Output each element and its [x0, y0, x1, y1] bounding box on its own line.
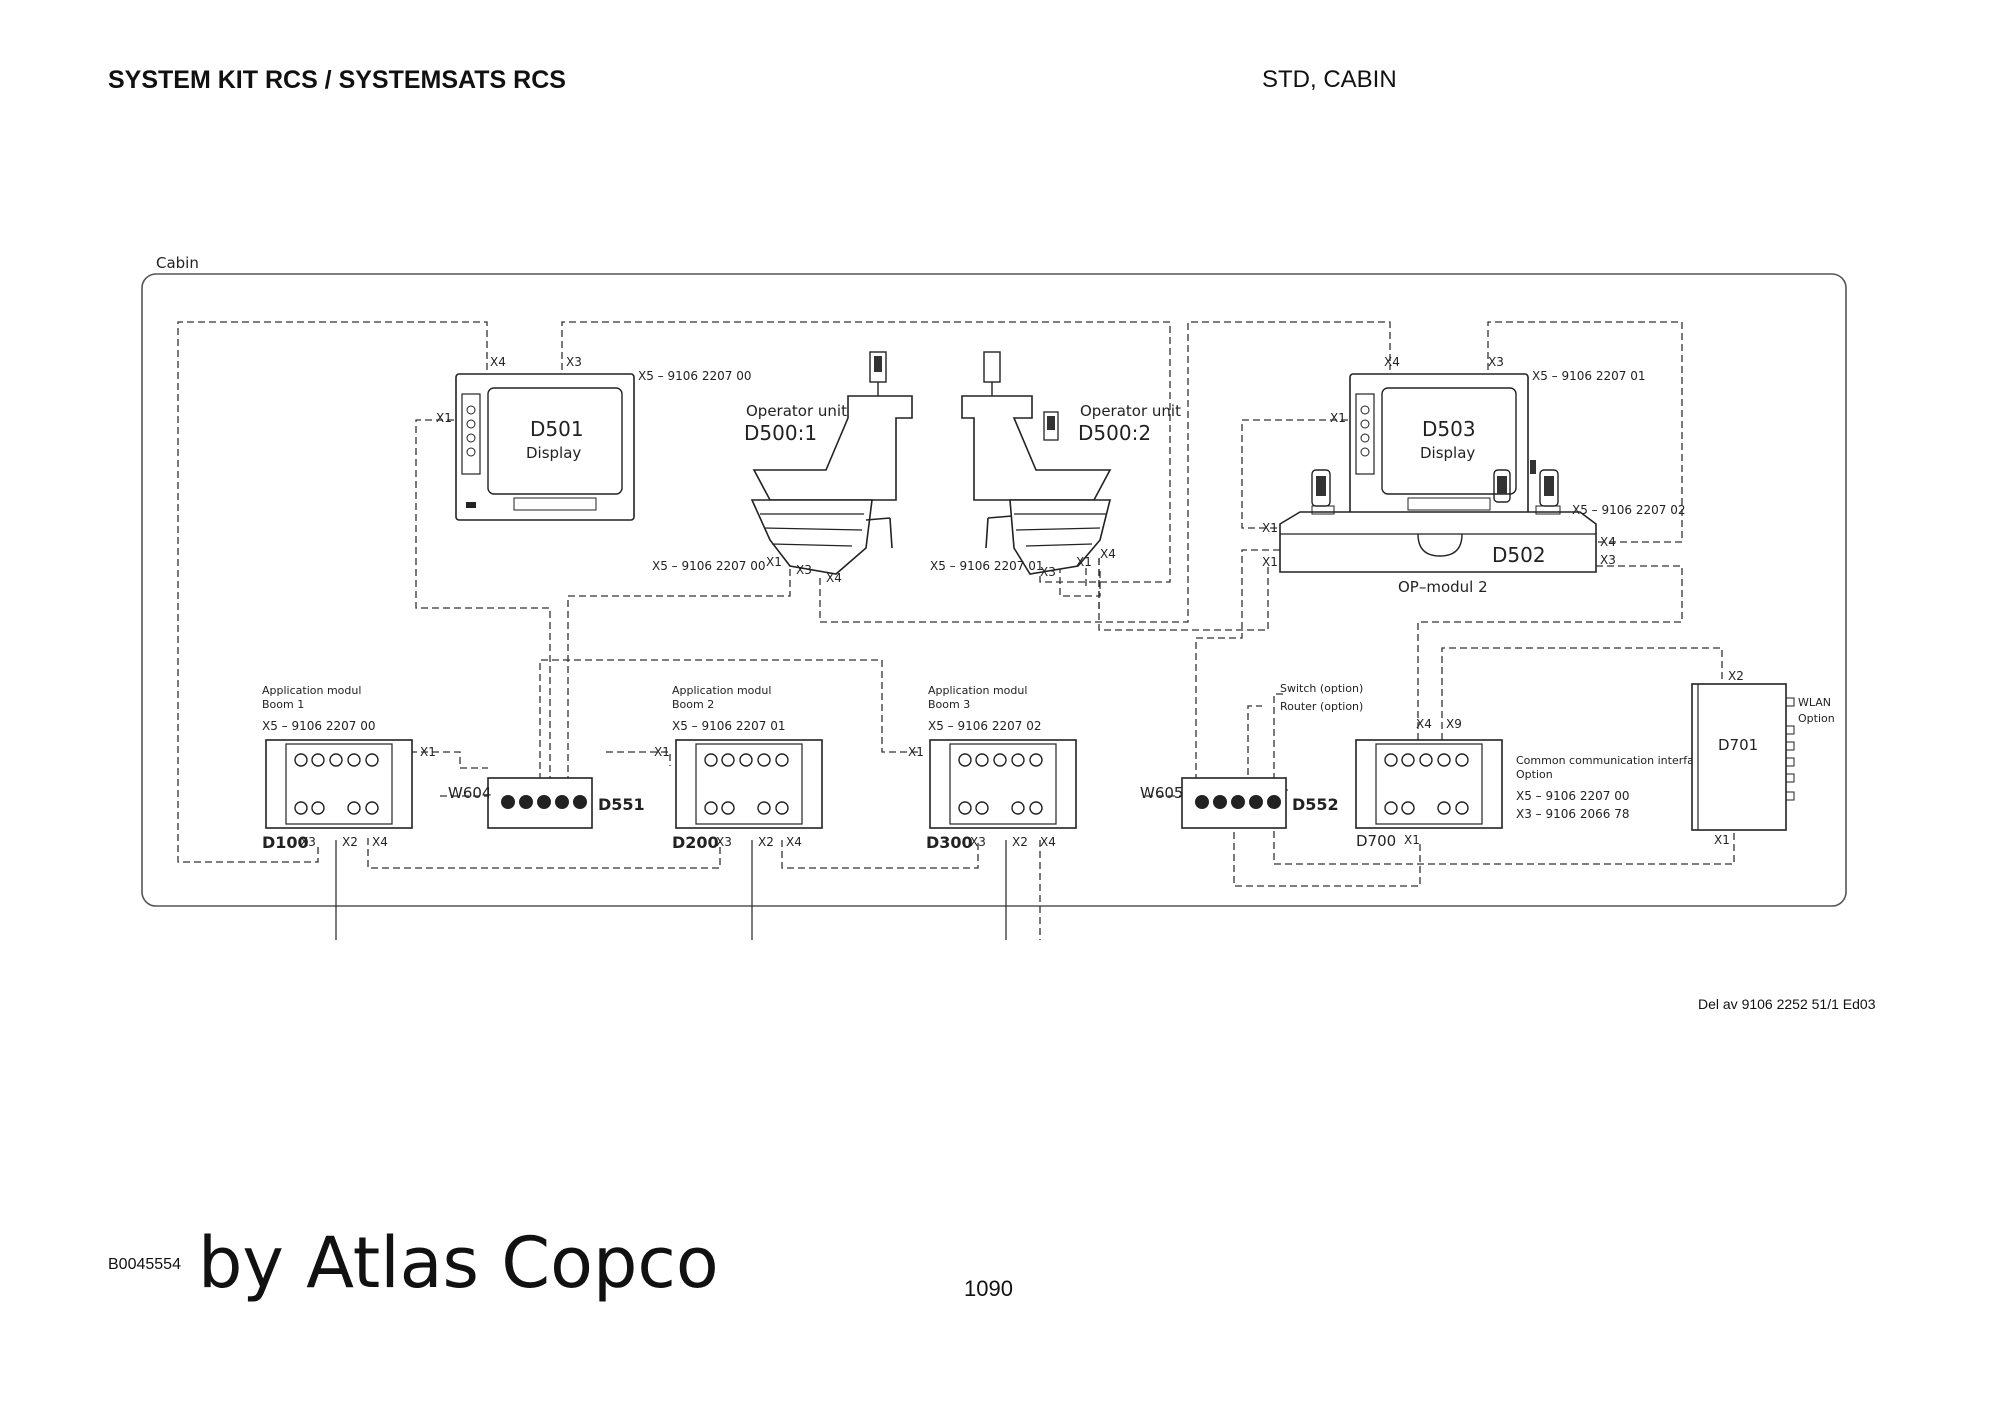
- d501-x4: X4: [490, 355, 506, 369]
- d502-x1b: X1: [1262, 555, 1278, 569]
- d100-application-module: Application modul Boom 1 X5 – 9106 2207 …: [262, 684, 436, 852]
- d300-x2: X2: [1012, 835, 1028, 849]
- brand-logo-text: by Atlas Copco: [198, 1222, 719, 1304]
- d501-x1: X1: [436, 411, 452, 425]
- d501-x5: X5 – 9106 2207 00: [638, 369, 751, 383]
- d300-line1: Application modul: [928, 684, 1027, 697]
- d300-line2: Boom 3: [928, 698, 970, 711]
- d500-1-x5: X5 – 9106 2207 00: [652, 559, 765, 573]
- d700-x1: X1: [1404, 833, 1420, 847]
- d200-x1: X1: [654, 745, 670, 759]
- d503-name: D503: [1422, 417, 1476, 441]
- d100-x2: X2: [342, 835, 358, 849]
- d300-x3: X3: [970, 835, 986, 849]
- d552-switch-option: Switch (option): [1280, 682, 1363, 695]
- d500-2-x4: X4: [1100, 547, 1116, 561]
- d200-name: D200: [672, 833, 719, 852]
- d701-wlan: WLAN: [1798, 696, 1831, 709]
- d552-switch: D552 W605 Switch (option) Router (option…: [1140, 682, 1363, 829]
- d100-line1: Application modul: [262, 684, 361, 697]
- d200-x2: X2: [758, 835, 774, 849]
- d502-name: D502: [1492, 543, 1546, 567]
- d200-x4: X4: [786, 835, 802, 849]
- d700-x5: X5 – 9106 2207 00: [1516, 789, 1629, 803]
- d701-x1: X1: [1714, 833, 1730, 847]
- d501-x3: X3: [566, 355, 582, 369]
- page-subtitle: STD, CABIN: [1262, 66, 1397, 93]
- d500-2-operator-unit: Operator unit D500:2 X5 – 9106 2207 01 X…: [930, 351, 1181, 579]
- d503-desc: Display: [1420, 444, 1475, 462]
- d100-name: D100: [262, 833, 309, 852]
- d502-x5: X5 – 9106 2207 02: [1572, 503, 1685, 517]
- cabin-frame: [141, 273, 1847, 907]
- d502-x3: X3: [1600, 553, 1616, 567]
- d500-2-title: Operator unit: [1080, 402, 1181, 420]
- d700-x4: X4: [1416, 717, 1432, 731]
- d500-1-title: Operator unit: [746, 402, 847, 420]
- d551-name: D551: [598, 795, 645, 814]
- d551-switch: D551 W604: [448, 777, 645, 829]
- d551-cable: W604: [448, 784, 491, 802]
- d503-display: D503 Display X4 X3 X1 X5 – 9106 2207 01: [1330, 355, 1645, 521]
- d701-x2: X2: [1728, 669, 1744, 683]
- d501-name: D501: [530, 417, 584, 441]
- d500-1-name: D500:1: [744, 421, 817, 445]
- d502-x1a: X1: [1262, 521, 1278, 535]
- d700-communication-interface: Common communication interface Option X5…: [1355, 717, 1707, 850]
- d300-x4: X4: [1040, 835, 1056, 849]
- d700-x3: X3 – 9106 2066 78: [1516, 807, 1629, 821]
- d300-application-module: Application modul Boom 3 X5 – 9106 2207 …: [908, 684, 1077, 852]
- d701-wlan-unit: D701 WLAN Option X2 X1: [1691, 669, 1835, 847]
- d500-2-x5: X5 – 9106 2207 01: [930, 559, 1043, 573]
- d300-name: D300: [926, 833, 973, 852]
- d701-name: D701: [1718, 736, 1758, 754]
- cabin-label: Cabin: [156, 254, 199, 272]
- d100-x4: X4: [372, 835, 388, 849]
- d503-x3: X3: [1488, 355, 1504, 369]
- d200-line2: Boom 2: [672, 698, 714, 711]
- d300-x5: X5 – 9106 2207 02: [928, 719, 1041, 733]
- d300-x1: X1: [908, 745, 924, 759]
- d500-2-x3: X3: [1040, 565, 1056, 579]
- d700-x9: X9: [1446, 717, 1462, 731]
- d503-x4: X4: [1384, 355, 1400, 369]
- page-number: 1090: [964, 1276, 1013, 1301]
- d500-2-name: D500:2: [1078, 421, 1151, 445]
- d552-name: D552: [1292, 795, 1339, 814]
- d503-x1: X1: [1330, 411, 1346, 425]
- d700-name: D700: [1356, 832, 1396, 850]
- boom-drop-lines: [335, 840, 1007, 940]
- d500-1-operator-unit: Operator unit D500:1 X5 – 9106 2207 00 X…: [652, 351, 913, 585]
- d502-x4: X4: [1600, 535, 1616, 549]
- d200-application-module: Application modul Boom 2 X5 – 9106 2207 …: [654, 684, 823, 852]
- d503-x5: X5 – 9106 2207 01: [1532, 369, 1645, 383]
- d200-x5: X5 – 9106 2207 01: [672, 719, 785, 733]
- d700-line2: Option: [1516, 768, 1553, 781]
- d502-desc: OP–modul 2: [1398, 578, 1488, 596]
- d500-1-x4: X4: [826, 571, 842, 585]
- d700-line1: Common communication interface: [1516, 754, 1707, 767]
- d500-2-x1: X1: [1076, 555, 1092, 569]
- cable-routes: [177, 321, 1735, 940]
- d100-line2: Boom 1: [262, 698, 304, 711]
- d701-option: Option: [1798, 712, 1835, 725]
- d100-x1: X1: [420, 745, 436, 759]
- d501-display: D501 Display X4 X3 X1 X5 – 9106 2207 00: [436, 355, 751, 521]
- d501-desc: Display: [526, 444, 581, 462]
- d552-cable: W605: [1140, 784, 1183, 802]
- d500-1-x3: X3: [796, 563, 812, 577]
- d100-x5: X5 – 9106 2207 00: [262, 719, 375, 733]
- d200-x3: X3: [716, 835, 732, 849]
- d552-router-option: Router (option): [1280, 700, 1363, 713]
- d502-op-module: D502 OP–modul 2 X1 X1 X4 X3 X5 – 9106 22…: [1262, 460, 1685, 596]
- d200-line1: Application modul: [672, 684, 771, 697]
- document-id: B0045554: [108, 1256, 181, 1273]
- d500-1-x1: X1: [766, 555, 782, 569]
- page-title: SYSTEM KIT RCS / SYSTEMSATS RCS: [108, 66, 566, 94]
- d100-x3: X3: [300, 835, 316, 849]
- part-reference: Del av 9106 2252 51/1 Ed03: [1698, 996, 1876, 1012]
